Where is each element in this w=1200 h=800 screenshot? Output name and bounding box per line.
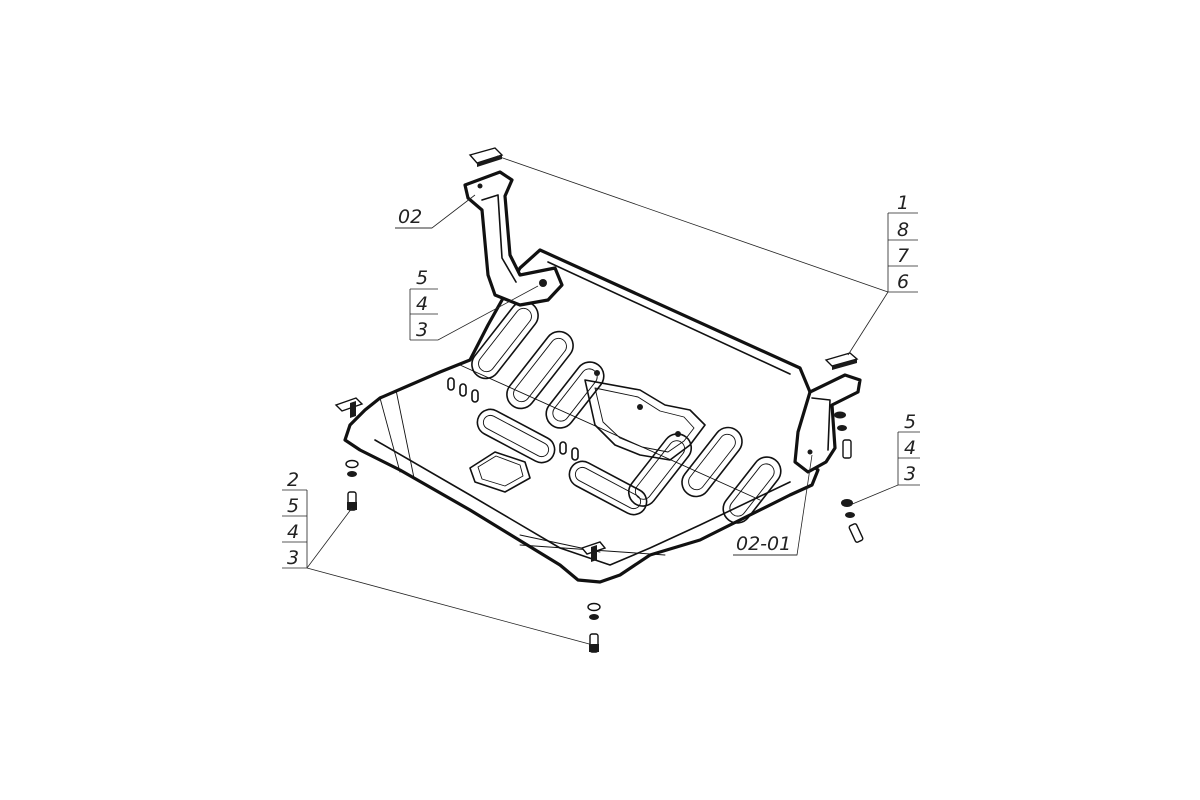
lock-washer (347, 471, 357, 477)
slot-2 (506, 330, 574, 410)
center-emboss-inner (594, 387, 695, 453)
bolt (848, 523, 864, 543)
bolt (842, 439, 852, 459)
vent-hole (571, 447, 579, 461)
label-bracket-left: 02 (398, 206, 422, 228)
bracket-right (793, 373, 862, 474)
slot-3 (545, 361, 605, 429)
label-stack-top-right-4: 6 (897, 271, 909, 293)
leader-stack-lower-left-b (306, 567, 594, 646)
slot-front-1 (476, 408, 556, 464)
label-stack-right-3: 3 (904, 463, 916, 485)
leader-stack-top-right-b (847, 291, 889, 356)
washer (345, 459, 359, 469)
bracket-left-hole (477, 183, 483, 189)
clip-nut-top-left (468, 147, 504, 167)
lock-washer (845, 512, 855, 518)
label-stack-top-right-2: 8 (897, 219, 909, 241)
label-stack-right-1: 5 (904, 411, 916, 433)
skid-plate-fold-front (374, 439, 791, 566)
vent-holes (447, 370, 681, 461)
fastener-right-upper (834, 411, 852, 459)
fastener-left (345, 459, 359, 511)
frame-stack-top-right (887, 212, 918, 293)
bracket-right-hole (807, 449, 813, 455)
slot-6 (722, 456, 782, 524)
center-emboss (584, 379, 706, 461)
slot-5 (681, 426, 743, 498)
leader-stack-right (849, 484, 920, 506)
label-stack-upper-left-3: 3 (416, 319, 428, 341)
rivet-hole (594, 370, 600, 376)
lock-washer (837, 425, 847, 431)
label-stack-lower-left-4: 3 (287, 547, 299, 569)
vent-hole (471, 389, 479, 403)
frame-stack-right (897, 431, 920, 485)
washer (587, 602, 601, 612)
label-stack-top-right-1: 1 (897, 192, 909, 214)
skid-plate-fold-left-b (395, 389, 415, 479)
bracket-left-fold (481, 194, 517, 283)
rivet-hole (637, 404, 643, 410)
bracket-left-bolt-hole (539, 279, 547, 287)
fastener-right-lower (841, 499, 864, 543)
leader-stack-upper-left (410, 285, 539, 341)
skid-plate (343, 248, 820, 584)
bolt-head (589, 644, 599, 652)
label-stack-upper-left-1: 5 (416, 267, 428, 289)
clip-nuts (334, 147, 859, 562)
slot-1 (471, 300, 539, 380)
skid-plate-rear-edge (547, 261, 791, 375)
label-stack-top-right-3: 7 (897, 245, 909, 267)
label-bracket-right: 02-01 (736, 533, 791, 555)
frame-stack-upper-left (409, 288, 438, 340)
lock-washer (589, 614, 599, 620)
callout-frames (282, 212, 920, 568)
clip-nut-top-right (824, 352, 859, 370)
vent-hole (459, 383, 467, 397)
bracket-left (463, 170, 564, 307)
rivet-hole (675, 431, 681, 437)
leader-stack-top-right-a (496, 155, 889, 293)
bolt-head (347, 502, 357, 510)
bracket-left-body (463, 170, 564, 307)
washer (834, 411, 846, 419)
clip-nut-front (580, 541, 607, 562)
label-stack-lower-left-1: 2 (287, 469, 299, 491)
washer (841, 499, 853, 507)
slot-4 (627, 433, 693, 507)
fastener-front (587, 602, 601, 653)
bracket-right-body (793, 373, 862, 474)
frame-stack-lower-left (282, 489, 308, 568)
callout-labels: 02 02-01 1 8 7 6 5 4 3 5 4 3 2 5 4 3 (287, 192, 916, 569)
slot-front-2 (568, 460, 648, 516)
clip-nut-left (334, 397, 364, 418)
label-stack-right-2: 4 (904, 437, 916, 459)
label-stack-lower-left-2: 5 (287, 495, 299, 517)
access-hatch (469, 451, 531, 493)
vent-hole (559, 441, 567, 455)
label-stack-upper-left-2: 4 (416, 293, 428, 315)
vent-hole (447, 377, 455, 391)
bracket-right-fold (811, 397, 831, 451)
access-hatch-inner (477, 455, 524, 487)
embossed-slots (469, 300, 782, 524)
label-stack-lower-left-3: 4 (287, 521, 299, 543)
skid-plate-fold-left-a (379, 397, 401, 473)
